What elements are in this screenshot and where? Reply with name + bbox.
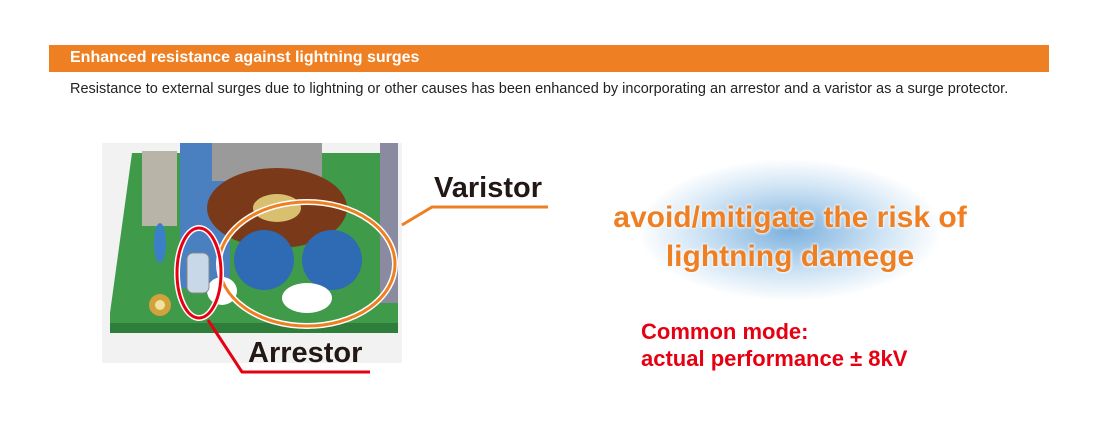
section-description: Resistance to external surges due to lig… (70, 81, 1009, 97)
section-title: Enhanced resistance against lightning su… (70, 49, 420, 66)
pcb-photo (102, 143, 402, 363)
performance-text: Common mode: actual performance ± 8kV (641, 318, 907, 372)
performance-line-2: actual performance ± 8kV (641, 346, 908, 371)
headline: avoid/mitigate the risk of lightning dam… (590, 198, 990, 276)
section-header-bar: Enhanced resistance against lightning su… (49, 45, 1049, 72)
performance-line-1: Common mode: (641, 319, 809, 344)
headline-line-2: lightning damege (665, 240, 915, 273)
blue-glow (640, 160, 940, 300)
varistor-label: Varistor (434, 172, 542, 204)
headline-line-1: avoid/mitigate the risk of (613, 201, 967, 234)
arrestor-label: Arrestor (248, 337, 363, 369)
